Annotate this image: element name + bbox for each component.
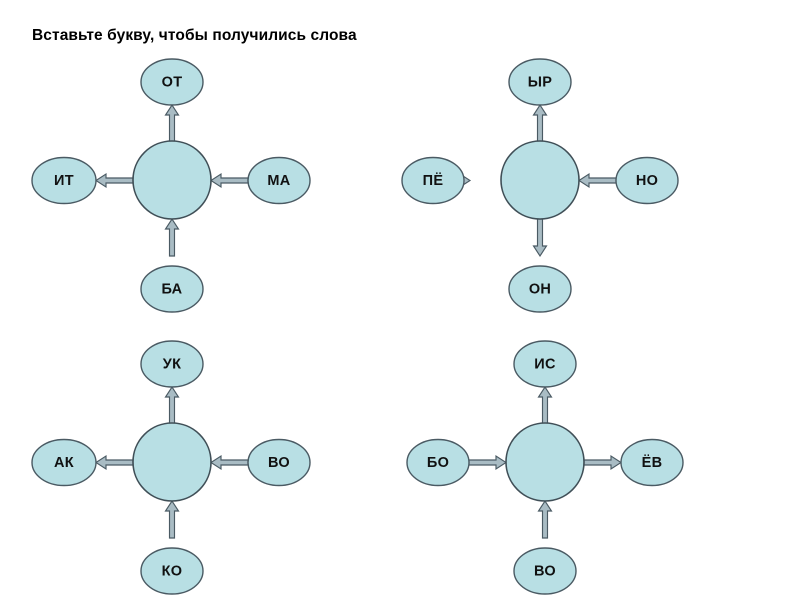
diagram-2-node-top[interactable] (508, 58, 572, 106)
diagram-2-node-left-label: ПЁ (423, 172, 444, 189)
diagram-1-node-right-label: МА (267, 173, 290, 189)
diagram-4-node-right-label: ЁВ (642, 454, 663, 471)
diagram-2-node-top-label: ЫР (528, 74, 552, 90)
diagram-2-node-right[interactable] (615, 156, 679, 205)
diagram-3-node-right[interactable] (247, 438, 311, 487)
diagram-1-node-top[interactable] (140, 58, 204, 106)
diagram-4-node-bottom[interactable] (513, 547, 577, 595)
arrow-diagram-1-right (209, 172, 249, 189)
diagram-4: ИС БО ЁВ ВО (406, 340, 684, 595)
diagram-2-node-right-label: НО (636, 173, 658, 189)
diagram-3-node-left[interactable] (31, 438, 97, 487)
diagram-4-hub[interactable] (505, 422, 585, 502)
arrow-diagram-3-right (209, 454, 249, 471)
diagram-3: УК АК ВО КО (31, 340, 311, 595)
diagram-4-node-top[interactable] (513, 340, 577, 388)
arrow-diagram-3-top (164, 385, 180, 425)
arrow-diagram-4-bottom (537, 499, 553, 539)
diagram-1-node-left-label: ИТ (54, 173, 74, 189)
diagram-2-hub[interactable] (500, 140, 580, 220)
diagram-4-node-top-label: ИС (534, 356, 556, 372)
diagram-3-node-bottom-label: КО (162, 563, 183, 579)
diagram-3-hub[interactable] (132, 422, 212, 502)
arrow-diagram-1-top (164, 103, 180, 143)
diagram-1-node-bottom-label: БА (162, 281, 183, 297)
diagram-2-node-bottom[interactable] (508, 265, 572, 313)
diagram-3-node-right-label: ВО (268, 455, 290, 471)
diagram-1-hub[interactable] (132, 140, 212, 220)
arrow-diagram-2-right (577, 172, 617, 189)
arrow-diagram-4-left (468, 454, 508, 471)
arrow-diagram-4-right (583, 454, 623, 471)
arrow-diagram-3-left (94, 454, 134, 471)
diagram-3-node-left-label: АК (54, 455, 74, 471)
arrow-diagram-1-left (94, 172, 134, 189)
diagram-2-node-bottom-label: ОН (529, 281, 551, 297)
page-title: Вставьте букву, чтобы получились слова (32, 27, 357, 44)
diagram-1-node-top-label: ОТ (162, 74, 183, 90)
diagram-2-node-left[interactable] (401, 156, 465, 205)
arrow-diagram-4-top (537, 385, 553, 425)
diagram-1-node-right[interactable] (247, 156, 311, 205)
diagram-4-node-left-label: БО (427, 455, 449, 471)
diagram-4-node-right[interactable] (620, 438, 684, 487)
arrow-diagram-1-bottom (164, 217, 180, 257)
diagram-4-node-left[interactable] (406, 438, 470, 487)
diagram-3-node-top-label: УК (163, 356, 181, 372)
diagram-4-node-bottom-label: ВО (534, 563, 556, 579)
arrow-diagram-3-bottom (164, 499, 180, 539)
diagram-3-node-top[interactable] (140, 340, 204, 388)
arrow-diagram-2-bottom (532, 218, 548, 258)
arrow-diagram-2-top (532, 103, 548, 143)
diagram-1-node-left[interactable] (31, 156, 97, 205)
diagram-3-node-bottom[interactable] (140, 547, 204, 595)
diagram-1: ОТ ИТ МА БА (31, 58, 311, 313)
diagram-2: ЫР ПЁ НО ОН (401, 58, 679, 313)
diagram-1-node-bottom[interactable] (140, 265, 204, 313)
